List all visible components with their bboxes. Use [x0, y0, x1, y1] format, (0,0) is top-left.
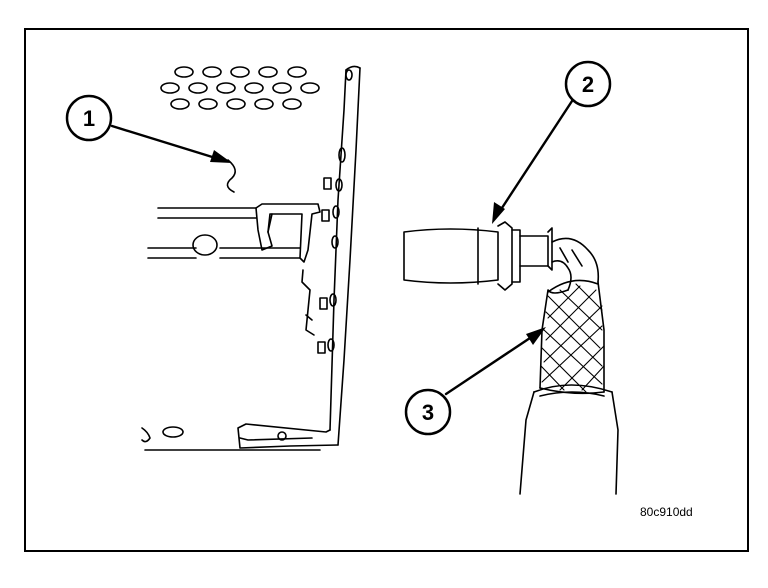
- callout-3: 3: [404, 388, 452, 436]
- callout-2-label: 2: [582, 72, 594, 97]
- vent-slots: [160, 66, 320, 110]
- callout-1-label: 1: [83, 106, 95, 131]
- callout-arrows: [110, 96, 576, 396]
- callout-3-label: 3: [422, 400, 434, 425]
- callout-1: 1: [65, 94, 113, 142]
- housing-bracket: [141, 65, 361, 451]
- callout-2: 2: [564, 60, 612, 108]
- braided-hose: [519, 279, 619, 495]
- connector-fitting: [403, 221, 600, 291]
- figure-id: 80c910dd: [640, 505, 693, 519]
- arrow-heads: [210, 150, 546, 345]
- figure-frame: [24, 28, 749, 552]
